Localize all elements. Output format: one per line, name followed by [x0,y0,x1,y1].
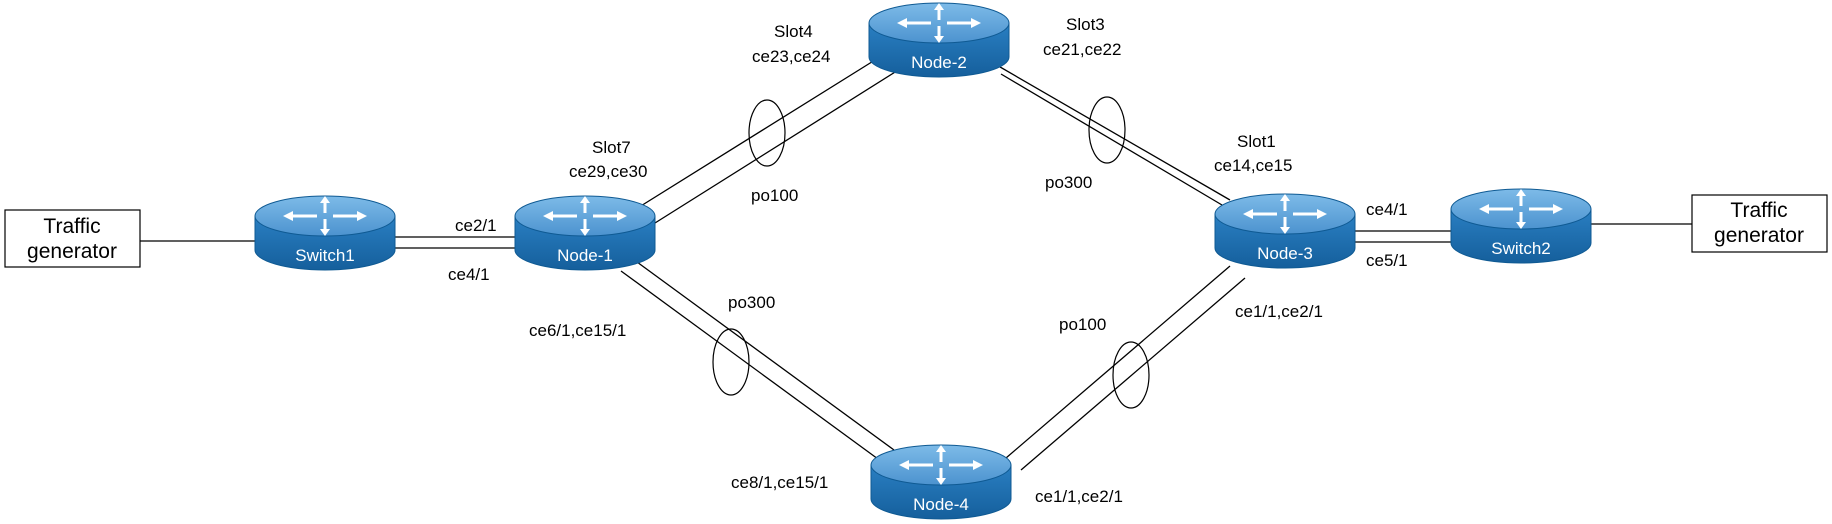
port-channel-ring-node1-node4 [712,328,750,396]
traffic-generator-right-line1: Traffic [1730,199,1787,222]
port-label-n4-ports-right: ce1/1,ce2/1 [1035,487,1123,506]
port-label-n1-ports-down: ce6/1,ce15/1 [529,321,626,340]
switch2-label: Switch2 [1491,239,1551,258]
node1-label: Node-1 [557,246,613,265]
port-label-n3-sw2-top: ce4/1 [1366,200,1408,219]
switch2: Switch2 [1449,187,1593,265]
port-channel-label-n2-n3: po300 [1045,173,1092,192]
switch1: Switch1 [253,194,397,272]
node2: Node-2 [867,1,1011,79]
port-labels: ce2/1 ce4/1 Slot7 ce29,ce30 ce6/1,ce15/1… [448,15,1408,506]
port-label-n1-slot: Slot7 [592,138,631,157]
port-label-n3-sw2-bottom: ce5/1 [1366,251,1408,270]
traffic-generator-right-line2: generator [1714,224,1804,247]
switch1-label: Switch1 [295,246,355,265]
port-label-n2-slot-right: Slot3 [1066,15,1105,34]
link-node2-node3-a [987,59,1231,201]
port-label-n3-slot: Slot1 [1237,132,1276,151]
traffic-generator-left-line2: generator [27,240,117,263]
port-label-n2-slot-left: Slot4 [774,22,813,41]
link-node1-node4-b [636,261,895,451]
link-node1-node2-a [635,54,884,210]
port-channel-label-n1-n2: po100 [751,186,798,205]
port-label-sw1-n1-bottom: ce4/1 [448,265,490,284]
link-node2-node3-b [1000,73,1223,206]
port-label-n3-ports-up: ce14,ce15 [1214,156,1292,175]
port-channel-label-n4-n3: po100 [1059,315,1106,334]
traffic-generator-left-line1: Traffic [43,215,100,238]
port-channel-ring-node1-node2 [748,99,786,167]
port-label-n4-ports-left: ce8/1,ce15/1 [731,473,828,492]
node1: Node-1 [513,194,657,272]
node4: Node-4 [869,443,1013,521]
port-label-n3-ports-down: ce1/1,ce2/1 [1235,302,1323,321]
link-node4-node3-b [1020,277,1246,471]
port-channel-labels: po100 po300 po300 po100 [728,173,1106,334]
node3-label: Node-3 [1257,244,1313,263]
port-channel-ring-node4-node3 [1112,341,1150,409]
port-label-n2-ports-left: ce23,ce24 [752,47,830,66]
port-channel-label-n1-n4: po300 [728,293,775,312]
port-channel-ring-node2-node3 [1088,96,1126,164]
port-label-sw1-n1-top: ce2/1 [455,216,497,235]
link-node1-node2-b [654,68,901,224]
node3: Node-3 [1213,192,1357,270]
traffic-generator-left: Traffic generator [4,209,141,268]
node2-label: Node-2 [911,53,967,72]
link-node4-node3-a [1005,265,1231,459]
port-label-n1-ports-up: ce29,ce30 [569,162,647,181]
node4-label: Node-4 [913,495,969,514]
links [140,54,1692,471]
traffic-generator-right: Traffic generator [1691,194,1828,253]
port-label-n2-ports-right: ce21,ce22 [1043,40,1121,59]
